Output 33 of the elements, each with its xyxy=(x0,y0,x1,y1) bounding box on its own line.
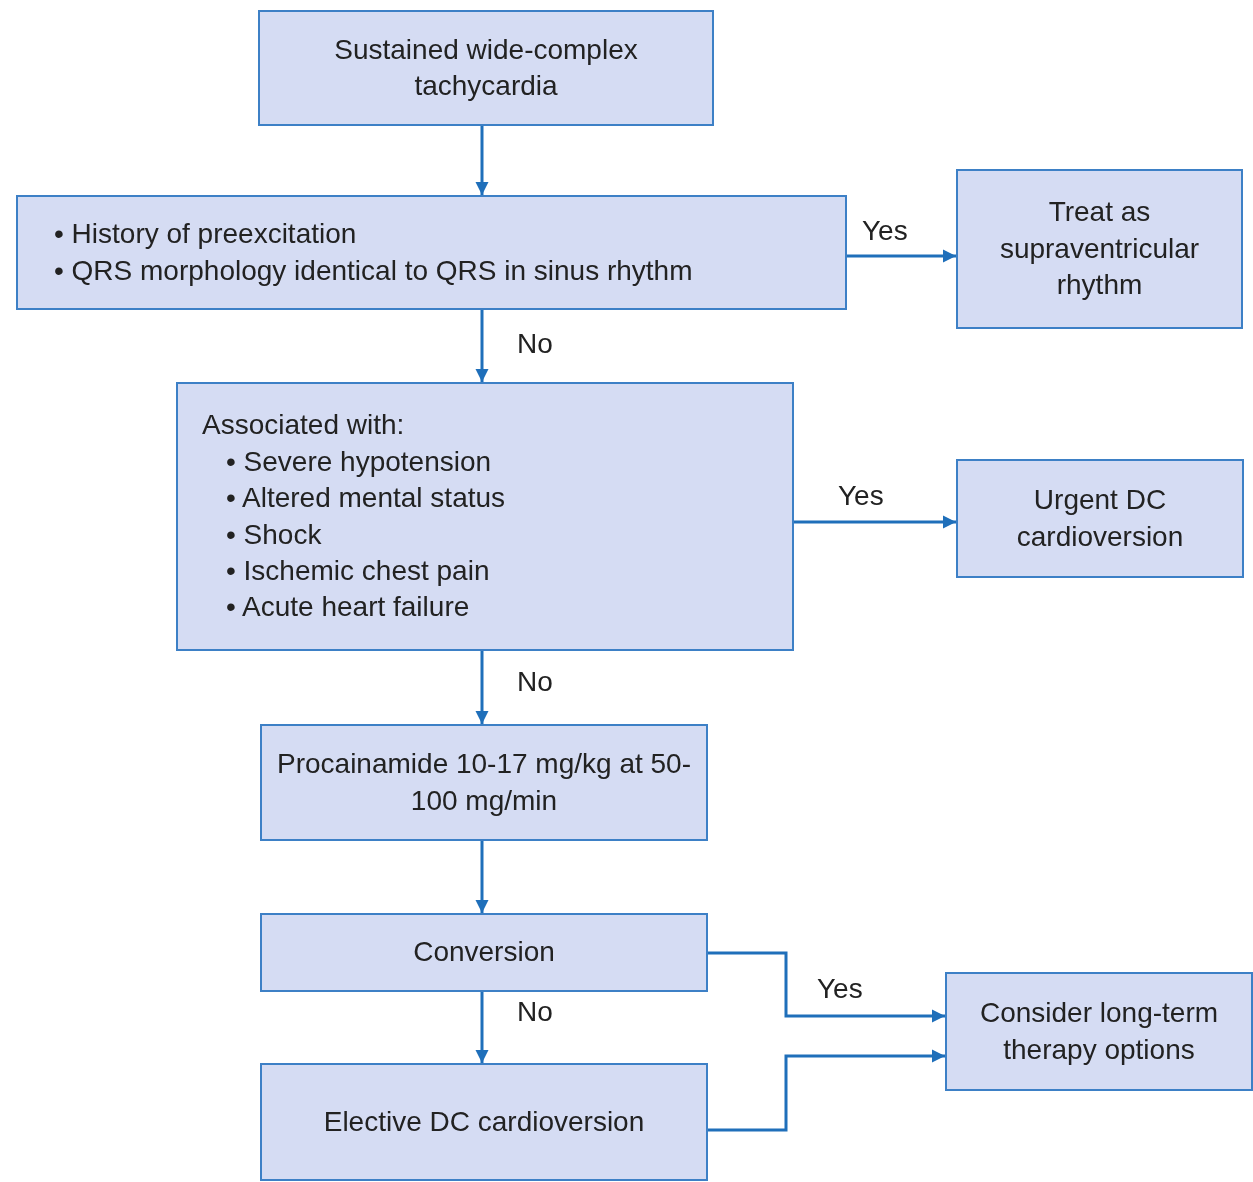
process-box xyxy=(258,10,714,126)
bullet-item: • Shock xyxy=(226,517,322,552)
process-box xyxy=(16,195,847,310)
process-box xyxy=(945,972,1253,1091)
arrow xyxy=(475,841,489,913)
box-text: Procainamide 10-17 mg/kg at 50-100 mg/min xyxy=(276,747,692,818)
bullet-item: • Acute heart failure xyxy=(226,590,470,625)
arrow xyxy=(475,126,489,195)
box-text: Sustained wide-complex tachycardia xyxy=(333,32,639,103)
box-text: Consider long-term therapy options xyxy=(978,996,1220,1067)
box-text: Elective DC cardioversion xyxy=(323,1104,645,1139)
bullet-item: • Ischemic chest pain xyxy=(226,553,490,588)
box-heading: Associated with: xyxy=(202,408,405,443)
process-box xyxy=(176,382,794,651)
process-box xyxy=(956,459,1244,578)
process-box xyxy=(956,169,1243,329)
arrow xyxy=(708,951,945,1023)
arrow xyxy=(708,1049,945,1132)
process-box xyxy=(260,1063,708,1181)
arrow xyxy=(475,310,489,382)
box-text: Treat as supraventricular rhythm xyxy=(998,195,1201,303)
arrow xyxy=(794,515,956,529)
process-box xyxy=(260,913,708,992)
arrow xyxy=(847,249,956,263)
process-box xyxy=(260,724,708,841)
box-text: Urgent DC cardioversion xyxy=(1015,483,1185,554)
arrow xyxy=(475,992,489,1063)
bullet-item: • History of preexcitation xyxy=(54,217,357,252)
bullet-item: • Severe hypotension xyxy=(226,444,492,479)
box-text: Conversion xyxy=(413,935,555,970)
bullet-item: • QRS morphology identical to QRS in sinus rhythm xyxy=(54,253,693,288)
arrow xyxy=(475,651,489,724)
bullet-item: • Altered mental status xyxy=(226,481,506,516)
